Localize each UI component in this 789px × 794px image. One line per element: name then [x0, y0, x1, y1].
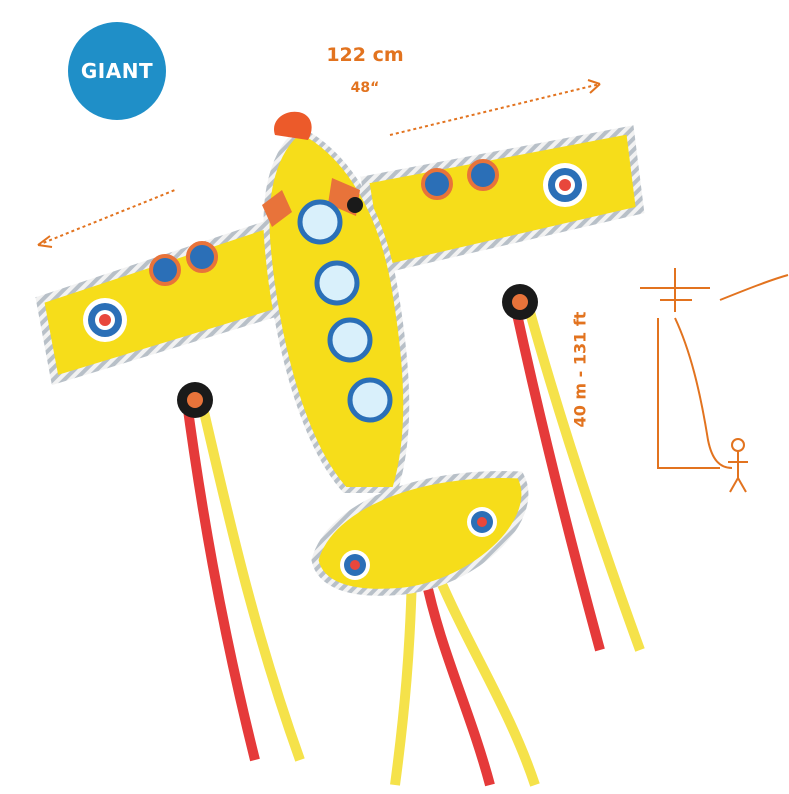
right-wing [360, 125, 645, 275]
roundels [83, 159, 587, 580]
engine-left [149, 241, 218, 286]
altitude-diagram [640, 268, 789, 493]
width-dimension-cm: 122 cm [326, 44, 404, 66]
roundel-right-wing [543, 163, 587, 207]
roundel-tail-left [340, 550, 370, 580]
porthole-windows [297, 199, 393, 423]
giant-badge-label: GIANT [80, 59, 154, 83]
tail-ribbons [181, 303, 645, 787]
roundel-tail-right [467, 507, 497, 537]
roundel-left-wing [83, 298, 127, 342]
width-dimension-arrow [37, 79, 601, 248]
engine-right [421, 159, 499, 200]
wheels [177, 284, 538, 418]
width-dimension-in: 48“ [350, 80, 380, 96]
left-wing [35, 216, 290, 386]
giant-badge: GIANT [68, 22, 166, 120]
nose-cone [274, 111, 312, 140]
altitude-label: 40 m - 131 ft [570, 311, 590, 428]
